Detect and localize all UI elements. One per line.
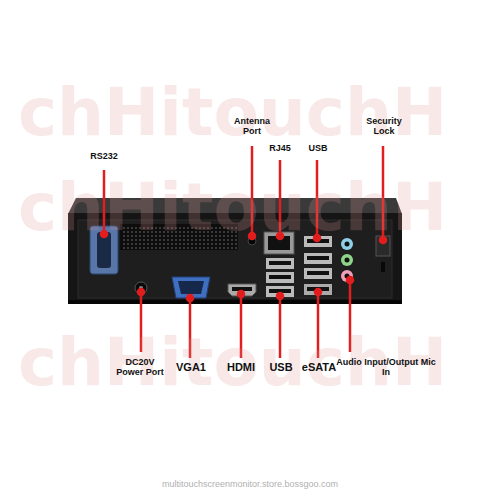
port-label: Audio Input/Output Mic In [334, 357, 438, 378]
hdmi-port [228, 284, 256, 296]
usb-ports-left [266, 258, 294, 297]
port-label: eSATA [297, 361, 341, 374]
port-label: RS232 [79, 151, 129, 161]
lock-slot [381, 262, 385, 272]
case-bottom-edge [68, 300, 402, 304]
audio-jack-green [341, 254, 353, 266]
port-label: USB [301, 143, 335, 153]
port-label: VGA1 [169, 361, 213, 374]
port-label: RJ45 [260, 143, 300, 153]
esata-port [304, 284, 332, 295]
port-label: Security Lock [359, 116, 409, 137]
site-watermark: multitouchscreenmonitor.store.bossgoo.co… [162, 479, 338, 489]
usb-ports-right [304, 236, 332, 279]
dc-jack [135, 282, 147, 294]
port-label: Antenna Port [229, 116, 275, 137]
watermark: chHitouchH [18, 175, 447, 241]
port-label: HDMI [219, 361, 263, 374]
port-label: USB [263, 361, 299, 374]
audio-jack-pink [341, 270, 353, 282]
port-label: DC20V Power Port [111, 357, 169, 378]
